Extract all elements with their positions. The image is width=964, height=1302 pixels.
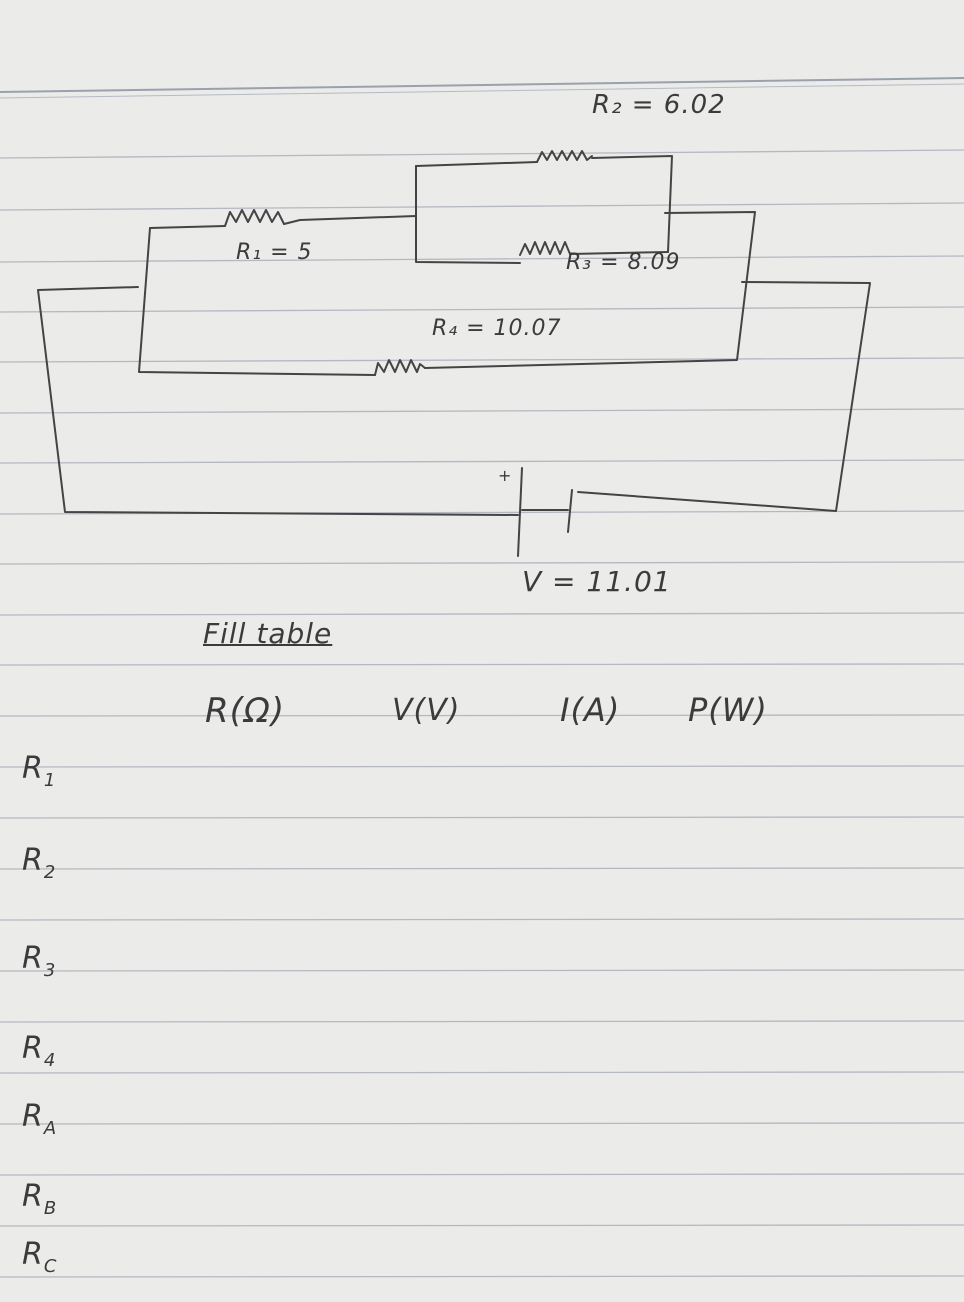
row-label-r2: R2 (22, 846, 56, 882)
row-label-rc: RC (22, 1240, 57, 1276)
r1-resistor (224, 209, 285, 227)
battery-long-plate (517, 467, 523, 557)
r2-resistor (536, 150, 593, 163)
r1-wire-left (149, 225, 226, 229)
r4-resistor (374, 359, 426, 376)
row-label-rb: RB (22, 1182, 57, 1218)
row-label-base: R (22, 751, 44, 786)
r2-label: R₂ = 6.02 (592, 90, 726, 120)
header-resistance: R(Ω) (205, 691, 286, 731)
r3-wire-right (569, 251, 669, 255)
r1-label: R₁ = 5 (236, 240, 313, 265)
row-label-base: R (22, 1237, 44, 1272)
row-label-r4: R4 (22, 1034, 56, 1070)
header-power: P(W) (688, 691, 768, 729)
row-label-base: R (22, 941, 44, 976)
row-label-sub: 4 (43, 1050, 57, 1071)
row-label-sub: A (43, 1118, 58, 1139)
inner-left-wire (138, 227, 376, 376)
battery-plus-sign: + (498, 466, 513, 485)
r2-top-wire-right (591, 155, 673, 253)
row-label-base: R (22, 1179, 44, 1214)
voltage-label: V = 11.01 (522, 565, 672, 598)
row-label-sub: C (43, 1256, 58, 1277)
r3-label: R₃ = 8.09 (566, 250, 681, 275)
row-label-ra: RA (22, 1102, 57, 1138)
r2-top-wire (415, 161, 538, 167)
row-label-sub: 3 (43, 960, 57, 981)
row-label-r3: R3 (22, 944, 56, 980)
r4-label: R₄ = 10.07 (432, 316, 562, 341)
outer-left-wire (37, 286, 519, 516)
r4-right-wire (424, 211, 756, 369)
row-label-sub: 2 (43, 862, 57, 883)
battery-short-plate (567, 489, 573, 533)
r1-wire-right (283, 215, 417, 225)
outer-right-wire (577, 281, 871, 512)
row-label-base: R (22, 843, 44, 878)
header-voltage: V(V) (392, 693, 461, 728)
header-current: I(A) (560, 691, 621, 729)
row-label-sub: 1 (43, 770, 57, 791)
row-label-sub: B (43, 1198, 58, 1219)
r2-r3-box-left (415, 165, 521, 264)
row-label-base: R (22, 1099, 44, 1134)
r3-resistor (519, 241, 571, 256)
table-title: Fill table (203, 617, 333, 650)
row-label-r1: R1 (22, 754, 56, 790)
row-label-base: R (22, 1031, 44, 1066)
